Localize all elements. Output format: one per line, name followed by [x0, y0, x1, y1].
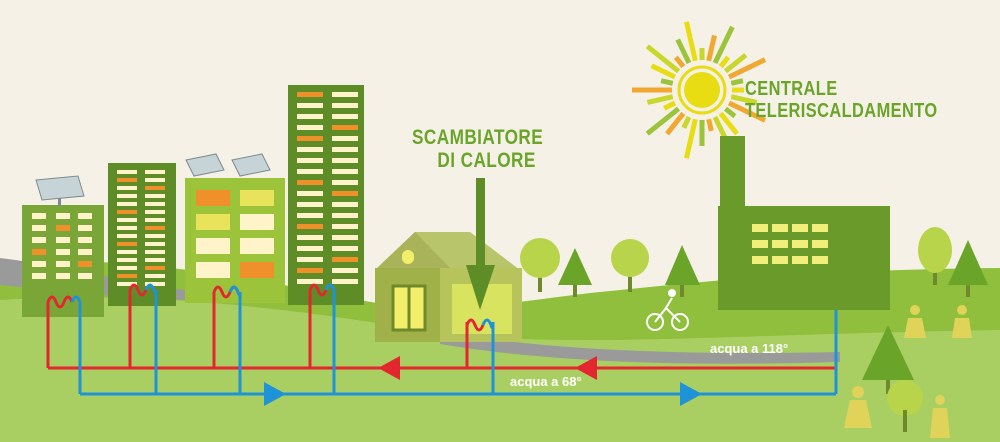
building-4: [288, 85, 364, 305]
building-3: [185, 178, 285, 303]
solar-panel-icon: [35, 175, 85, 206]
building-2: [108, 163, 176, 306]
sun-icon: [632, 21, 767, 159]
cold-water-label: acqua a 68°: [510, 374, 582, 389]
road-right: [440, 332, 840, 364]
ground-front: [0, 297, 1000, 442]
cyclist-icon: [646, 289, 689, 331]
solar-panel-icon: [185, 153, 271, 177]
hot-flow-arrow: [378, 356, 597, 380]
arrow-icon: [466, 178, 495, 310]
hot-pipe: [46, 283, 836, 370]
cold-flow-arrow: [264, 382, 702, 406]
exchanger-label: SCAMBIATORE DI CALORE: [412, 126, 543, 172]
plant-label-line1: CENTRALE: [745, 78, 838, 100]
building-1: [22, 205, 104, 317]
person-icon: [844, 305, 972, 438]
tree-icon: [520, 227, 988, 432]
cold-pipe: [70, 283, 838, 396]
plant-label: CENTRALE TELERISCALDAMENTO: [745, 78, 938, 122]
plant-label-line2: TELERISCALDAMENTO: [745, 100, 938, 122]
exchanger-label-line1: SCAMBIATORE: [412, 126, 544, 149]
hot-water-label: acqua a 118°: [710, 341, 789, 356]
exchanger-label-line2: DI CALORE: [437, 149, 536, 173]
factory-icon: [718, 136, 890, 310]
